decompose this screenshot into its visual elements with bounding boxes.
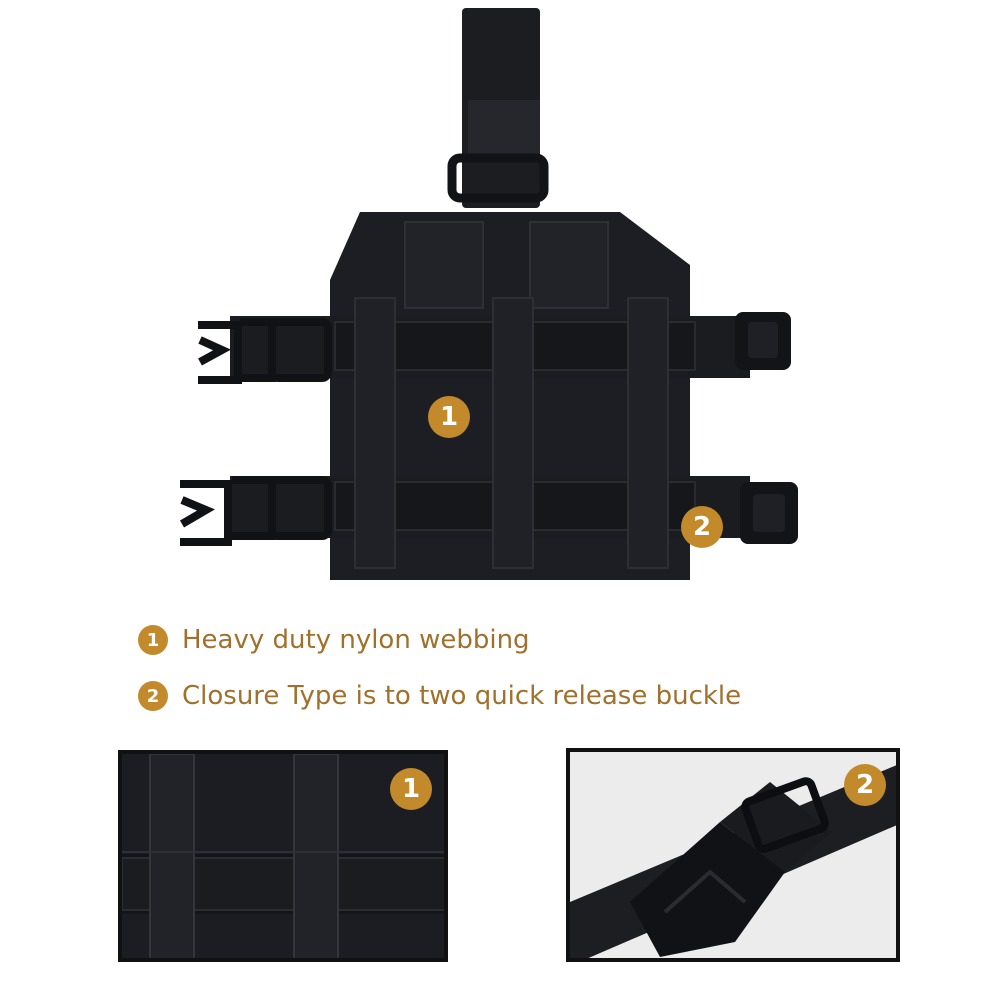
drop-leg-panel-illustration — [179, 8, 798, 580]
lower-right-buckle — [740, 482, 798, 544]
feature-number-badge: 2 — [138, 681, 168, 711]
lower-left-buckle — [179, 476, 332, 546]
feature-item: 1 Heavy duty nylon webbing — [138, 615, 741, 665]
feature-text: Closure Type is to two quick release buc… — [182, 681, 742, 711]
upper-left-buckle — [198, 318, 332, 384]
main-badge-1: 1 — [428, 396, 470, 438]
upper-right-buckle — [735, 312, 791, 370]
product-image: 1 2 — [179, 8, 798, 580]
vertical-webbing-right — [627, 297, 669, 569]
detail-badge-2: 2 — [844, 764, 886, 806]
top-strap-slider — [447, 153, 549, 203]
vertical-webbing-left — [354, 297, 396, 569]
feature-list: 1 Heavy duty nylon webbing 2 Closure Typ… — [138, 615, 741, 727]
feature-text: Heavy duty nylon webbing — [182, 625, 530, 655]
vertical-webbing-center — [492, 297, 534, 569]
main-badge-2: 2 — [681, 506, 723, 548]
detail-badge-1: 1 — [390, 768, 432, 810]
detail-panel-webbing: 1 — [118, 750, 448, 962]
detail-panel-buckle: 2 — [566, 748, 900, 962]
feature-number-badge: 1 — [138, 625, 168, 655]
buckle-closeup-illustration — [570, 752, 896, 958]
feature-item: 2 Closure Type is to two quick release b… — [138, 671, 741, 721]
